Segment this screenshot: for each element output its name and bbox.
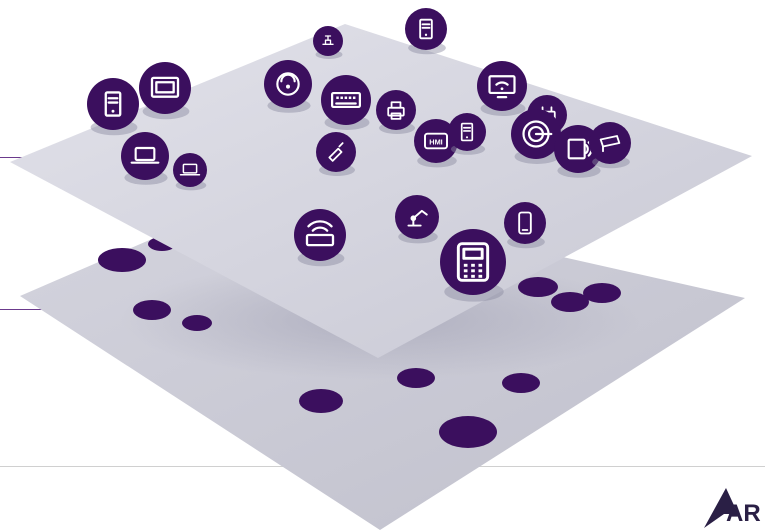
device-node — [321, 75, 371, 130]
device-node — [440, 229, 506, 302]
water-valve-icon — [322, 35, 334, 46]
hmi-panel-icon: HMI — [424, 132, 448, 150]
server-tower-icon — [419, 18, 433, 40]
wifi-display-icon — [488, 75, 516, 99]
printer-icon — [387, 101, 405, 120]
shadow-dot — [583, 283, 621, 303]
shadow-dot — [182, 315, 212, 331]
device-node — [139, 62, 191, 120]
monitor-icon — [150, 76, 180, 98]
logo-text: AR — [726, 500, 761, 527]
device-node — [173, 153, 207, 191]
device-node — [395, 195, 439, 244]
device-node — [589, 122, 631, 169]
smartphone-icon — [518, 211, 532, 235]
device-node — [477, 61, 527, 116]
robot-arm-icon — [407, 209, 428, 227]
network-switch-icon — [331, 91, 361, 109]
device-node — [264, 60, 312, 113]
server-tower-icon — [104, 91, 122, 117]
device-icons-group: HMI — [87, 8, 631, 302]
shadow-dot — [551, 292, 589, 312]
barcode-scanner-icon — [328, 142, 344, 162]
device-node: HMI — [414, 119, 458, 168]
device-node — [121, 132, 169, 185]
device-node — [511, 109, 561, 164]
device-node — [405, 8, 447, 55]
accent-line-bottom — [0, 309, 62, 310]
shadow-dot — [397, 368, 435, 388]
device-node — [376, 90, 416, 134]
shadow-dot — [299, 389, 343, 413]
shadow-dot — [502, 373, 540, 393]
shadow-dot — [98, 248, 146, 272]
laptop-icon — [179, 163, 201, 176]
server-tower-icon — [460, 122, 474, 142]
device-node — [316, 132, 356, 176]
device-node — [448, 113, 486, 155]
radar-gauge-icon — [276, 72, 300, 96]
device-node — [87, 78, 139, 136]
payment-terminal-icon — [456, 242, 490, 282]
svg-text:HMI: HMI — [429, 138, 442, 147]
triangle-logo-icon — [704, 488, 738, 528]
shadow-dot — [518, 277, 558, 297]
accent-line-top — [0, 157, 40, 158]
upper-plane — [10, 24, 752, 358]
target-sensor-icon — [522, 120, 553, 148]
shadow-dot — [439, 416, 497, 448]
wifi-router-icon — [305, 220, 335, 247]
shadow-dots-group — [98, 237, 621, 448]
device-node — [504, 202, 546, 249]
security-camera-icon — [599, 135, 621, 153]
device-node — [313, 26, 343, 59]
shadow-dot — [133, 300, 171, 320]
laptop-icon — [130, 146, 160, 164]
device-node — [294, 209, 346, 267]
